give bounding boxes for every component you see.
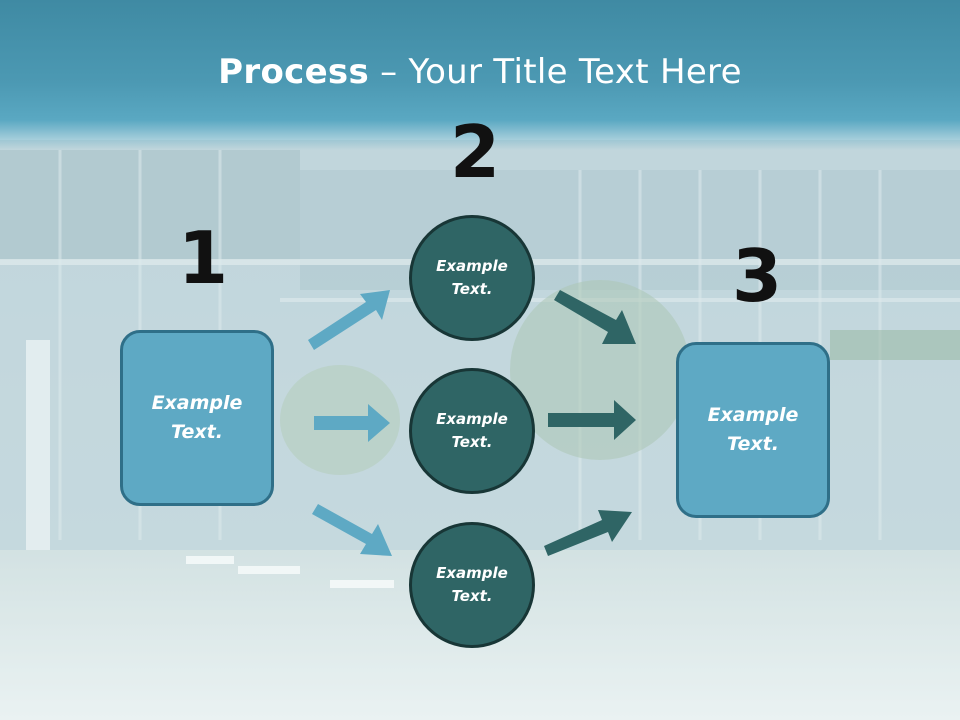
middle-node-top: Example Text. [409,215,535,341]
step-number-2: 2 [450,110,501,194]
step-3-label: Example Text. [707,404,799,455]
step-1-box: Example Text. [120,330,274,506]
step-number-3: 3 [732,234,783,318]
middle-node-center-label: Example Text. [436,410,508,451]
step-3-box: Example Text. [676,342,830,518]
step-1-label: Example Text. [151,392,243,443]
title-band [0,0,960,150]
slide-title: Process – Your Title Text Here [0,52,960,92]
title-rest: – Your Title Text Here [369,52,742,92]
middle-node-bottom-label: Example Text. [436,564,508,605]
middle-node-center: Example Text. [409,368,535,494]
middle-node-bottom: Example Text. [409,522,535,648]
title-bold: Process [218,52,370,92]
middle-node-top-label: Example Text. [436,257,508,298]
step-number-1: 1 [178,216,229,300]
